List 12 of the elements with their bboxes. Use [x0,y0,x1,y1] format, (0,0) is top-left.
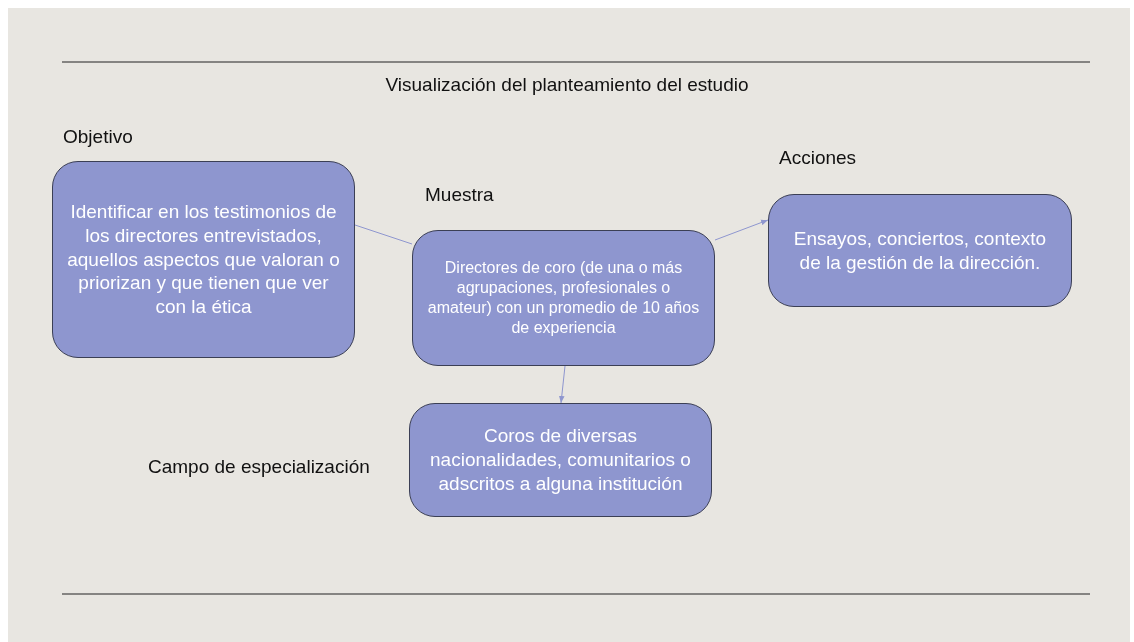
process-box: Directores de coro (de una o más agrupaciones, profesionales o amateur) con un promedio de 10 años de experiencia [412,230,715,366]
arrow [714,219,769,241]
arrow [558,365,566,404]
process-box: Coros de diversas nacionalidades, comunitarios o adscritos a alguna institución [409,403,712,517]
section-heading: Campo de especialización [148,456,370,478]
process-box: Ensayos, conciertos, contexto de la gestión de la dirección. [768,194,1072,307]
connector-line [354,224,413,245]
section-heading: Muestra [425,184,494,206]
diagram-title: Visualización del planteamiento del estudio [384,74,750,96]
section-heading: Acciones [779,147,857,169]
process-box: Identificar en los testimonios de los directores entrevistados, aquellos aspectos que valoran o priorizan y que tienen que ver con la ética [52,161,355,358]
section-heading: Objetivo [63,126,133,148]
